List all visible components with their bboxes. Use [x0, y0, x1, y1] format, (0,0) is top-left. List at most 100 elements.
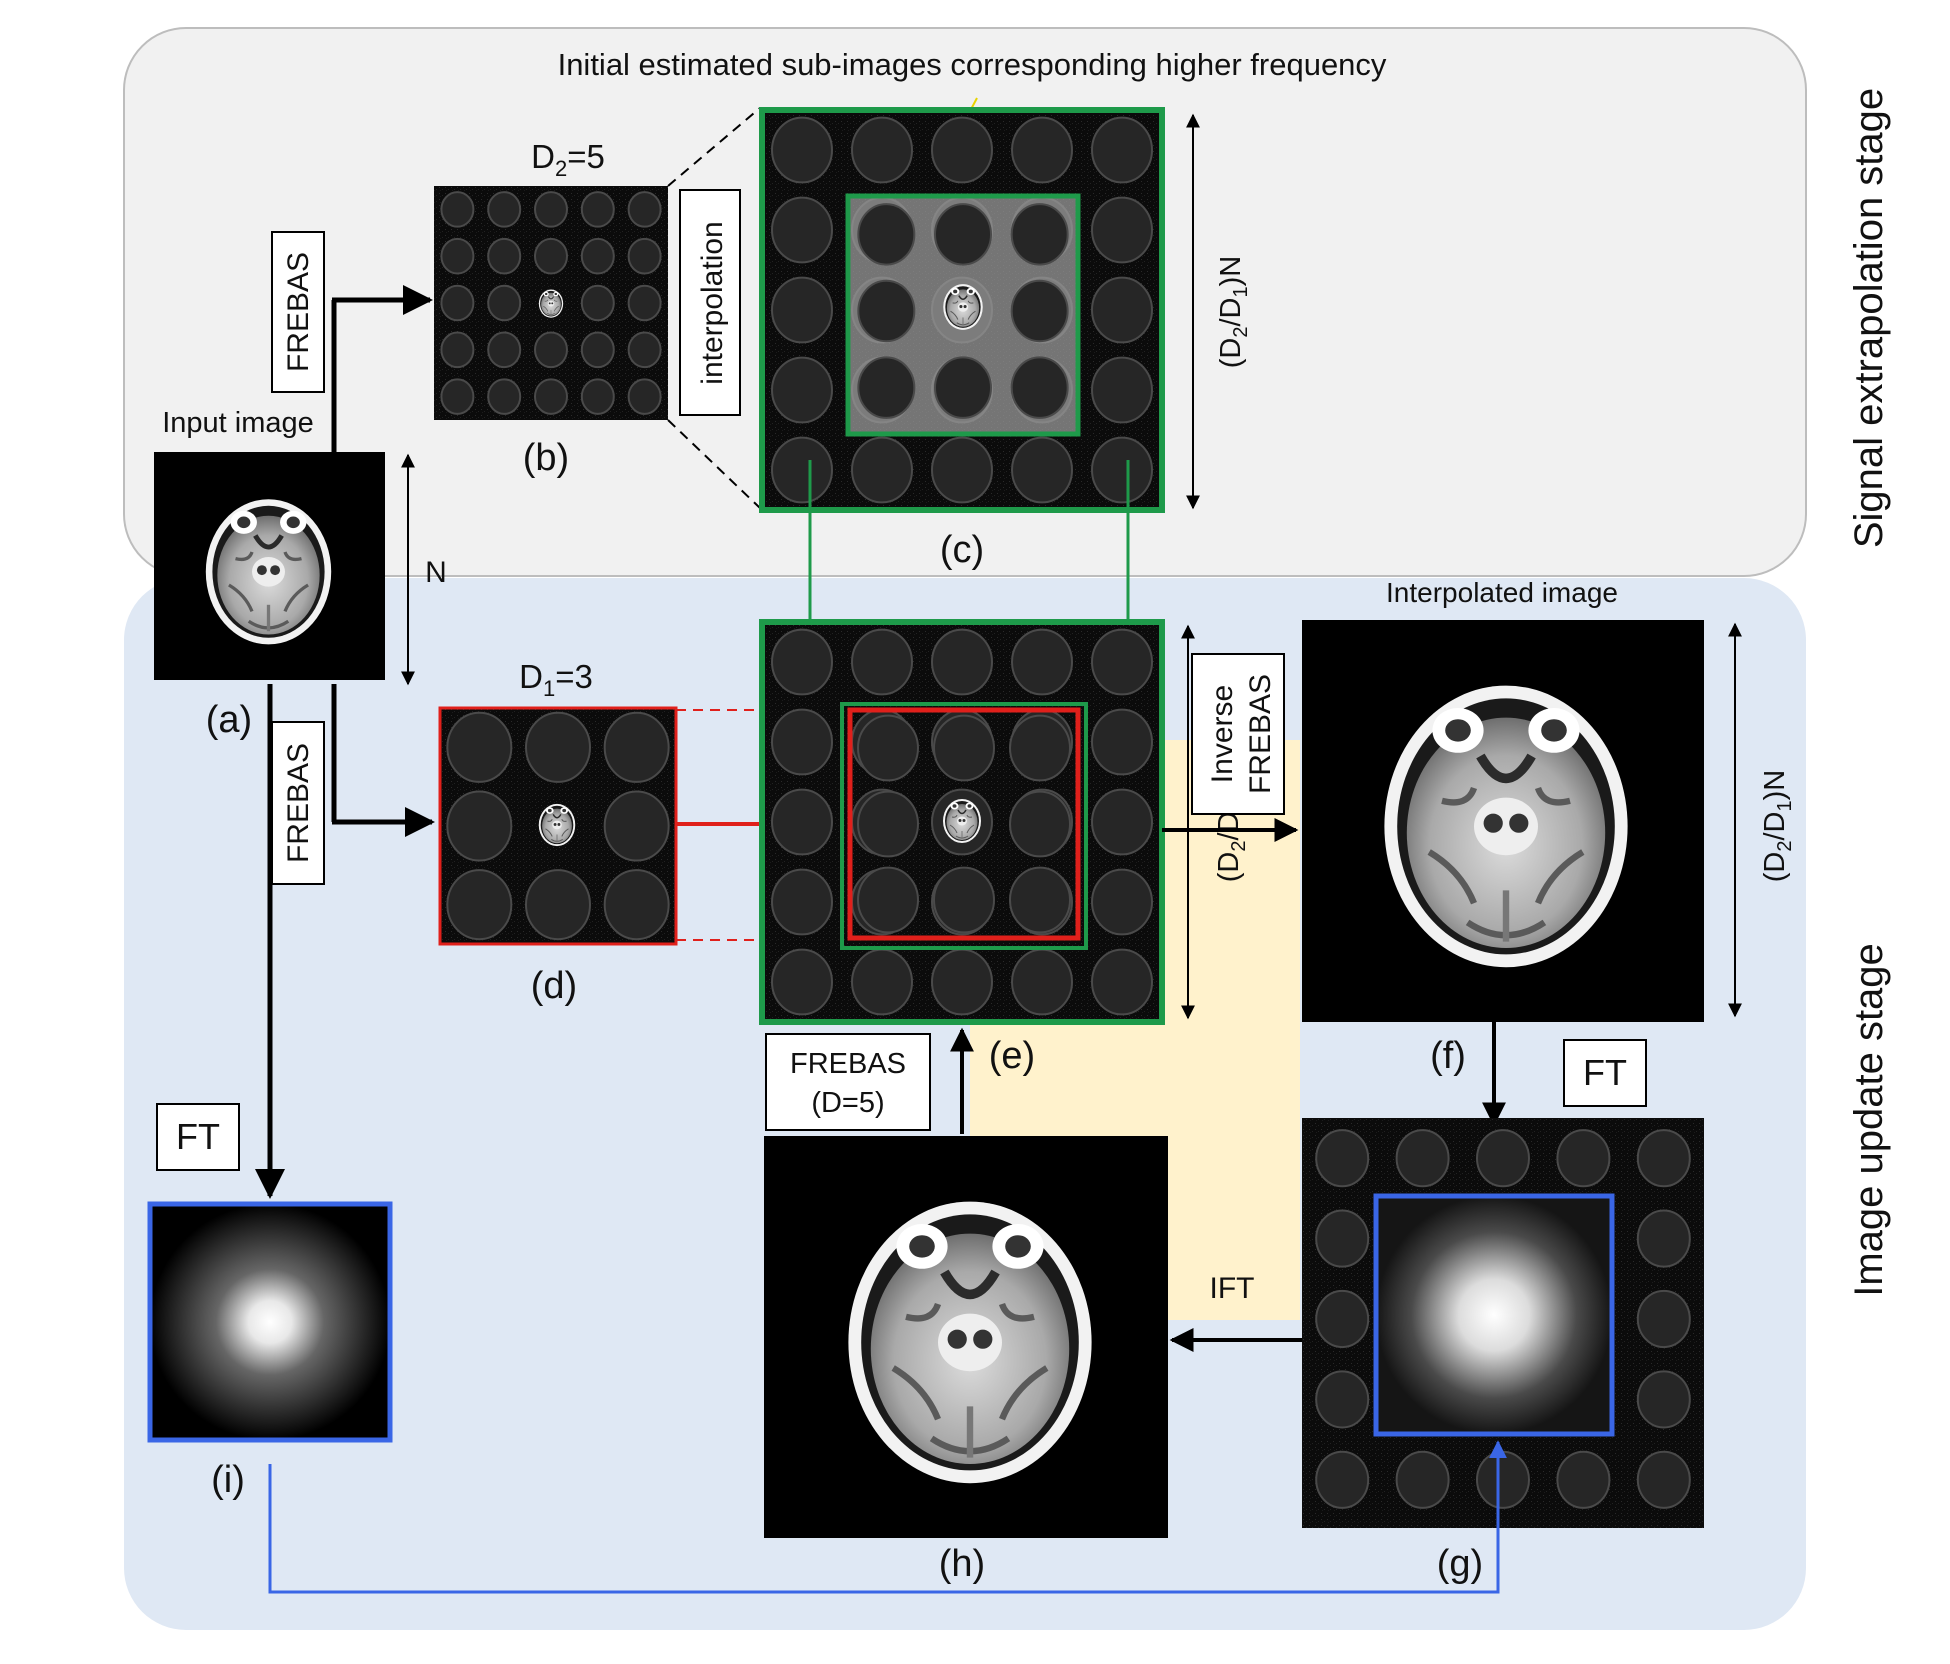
- svg-text:interpolation: interpolation: [696, 221, 729, 384]
- label-i: (i): [211, 1459, 245, 1501]
- sub-image-cell: [857, 866, 919, 934]
- sub-image-cell: [1011, 628, 1073, 696]
- sub-image-cell: [440, 284, 475, 322]
- f-ratio-label: (D2/D1)N: [1759, 770, 1796, 882]
- sub-image-cell: [851, 116, 913, 184]
- sub-image-cell: [580, 331, 615, 369]
- sub-image-cell: [1315, 1289, 1370, 1349]
- spectrum-image-i: [147, 1201, 393, 1443]
- sub-image-cell: [1091, 436, 1153, 504]
- spectrum-image-g: [1302, 1118, 1704, 1528]
- ift-label: IFT: [1210, 1272, 1255, 1305]
- sub-image-cell: [1009, 790, 1071, 858]
- sub-image-cell: [851, 948, 913, 1016]
- sub-image-cell: [580, 284, 615, 322]
- sub-image-cell: [487, 237, 522, 275]
- stage-title-signal-extrapolation: Signal extrapolation stage: [1847, 88, 1891, 548]
- sub-image-cell: [525, 711, 591, 783]
- sub-image-cell: [534, 191, 568, 228]
- n-label: N: [425, 556, 447, 589]
- sub-image-cell: [771, 276, 833, 344]
- sub-image-cell: [771, 116, 833, 184]
- frebas-box-bottom: FREBAS: [271, 721, 325, 885]
- sub-image-cell: [603, 869, 670, 941]
- sub-image-cell: [1091, 948, 1153, 1016]
- sub-image-cell: [1091, 276, 1153, 344]
- sub-image-cell: [1636, 1370, 1691, 1429]
- sub-image-cell: [1011, 436, 1073, 504]
- sub-image-cell: [851, 628, 913, 696]
- sub-image-cell: [1010, 279, 1069, 343]
- sub-image-cell: [931, 948, 993, 1016]
- sub-image-cell: [627, 284, 662, 322]
- sub-image-cell: [1091, 708, 1153, 776]
- sub-image-cell: [1315, 1129, 1370, 1188]
- sub-image-cell: [1091, 356, 1153, 424]
- sub-image-cell: [603, 711, 670, 783]
- sub-image-cell: [1091, 868, 1153, 936]
- sub-image-cell: [931, 116, 993, 184]
- label-f: (f): [1430, 1035, 1466, 1077]
- label-h: (h): [939, 1543, 985, 1585]
- sub-image-cell: [627, 191, 662, 228]
- c-ratio-label: (D2/D1)N: [1215, 256, 1252, 368]
- header-caption: Initial estimated sub-images correspondi…: [558, 47, 1387, 82]
- d2-label: D2=5: [531, 138, 605, 181]
- sub-image-cell: [1315, 1450, 1370, 1509]
- input-image-caption: Input image: [162, 407, 314, 439]
- brain-mri-icon: [206, 499, 331, 644]
- sub-image-cell: [627, 331, 662, 369]
- sub-image-cell: [1091, 628, 1153, 696]
- sub-image-cell: [1011, 116, 1073, 184]
- sub-image-cell: [1556, 1129, 1611, 1188]
- sub-image-cell: [1315, 1370, 1370, 1429]
- svg-text:FREBAS: FREBAS: [790, 1048, 906, 1080]
- label-g: (g): [1437, 1543, 1483, 1585]
- sub-image-cell: [487, 191, 522, 228]
- d1-label: D1=3: [519, 658, 593, 701]
- sub-image-cell: [446, 790, 513, 862]
- sub-image-cell: [446, 869, 513, 941]
- sub-image-cell: [580, 191, 615, 228]
- sub-image-cell: [1091, 788, 1153, 856]
- sub-image-cell: [771, 628, 833, 696]
- sub-image-cell: [487, 284, 522, 322]
- input-image: [154, 452, 385, 680]
- sub-image-cell: [931, 436, 993, 504]
- updated-image-h: [764, 1136, 1168, 1538]
- sub-image-cell: [771, 868, 833, 936]
- sub-image-cell: [771, 196, 833, 264]
- sub-image-cell: [771, 356, 833, 424]
- frebas-box-top: FREBAS: [271, 231, 325, 393]
- sub-image-cell: [857, 203, 916, 266]
- sub-image-cell: [534, 237, 568, 275]
- sub-image-cell: [1395, 1129, 1450, 1188]
- sub-image-cell: [934, 356, 992, 419]
- frebas-d3-image: [438, 706, 678, 946]
- svg-text:FREBAS: FREBAS: [282, 252, 315, 372]
- sub-image-cell: [851, 436, 913, 504]
- label-d: (d): [531, 965, 577, 1007]
- sub-image-cell: [1476, 1450, 1530, 1509]
- sub-image-cell: [1315, 1209, 1370, 1268]
- svg-text:(D=5): (D=5): [811, 1087, 884, 1119]
- frebas-d5-box: FREBAS (D=5): [765, 1033, 931, 1131]
- sub-image-cell: [534, 331, 568, 369]
- sub-image-cell: [440, 191, 475, 228]
- ft-box-right: FT: [1563, 1039, 1647, 1107]
- sub-image-cell: [627, 237, 662, 275]
- stage-title-image-update: Image update stage: [1847, 943, 1891, 1297]
- sub-image-cell: [627, 378, 662, 415]
- svg-text:FREBAS: FREBAS: [1244, 674, 1277, 794]
- sub-image-cell: [580, 378, 615, 415]
- extrapolated-subimages-c: [759, 107, 1165, 513]
- sub-image-cell: [446, 711, 513, 783]
- sub-image-cell: [931, 628, 993, 696]
- svg-text:FT: FT: [1583, 1052, 1627, 1093]
- interpolation-box: interpolation: [679, 189, 741, 416]
- sub-image-cell: [857, 279, 916, 343]
- label-e: (e): [989, 1035, 1035, 1077]
- combined-subimages-e: [759, 619, 1165, 1025]
- label-b: (b): [523, 437, 569, 479]
